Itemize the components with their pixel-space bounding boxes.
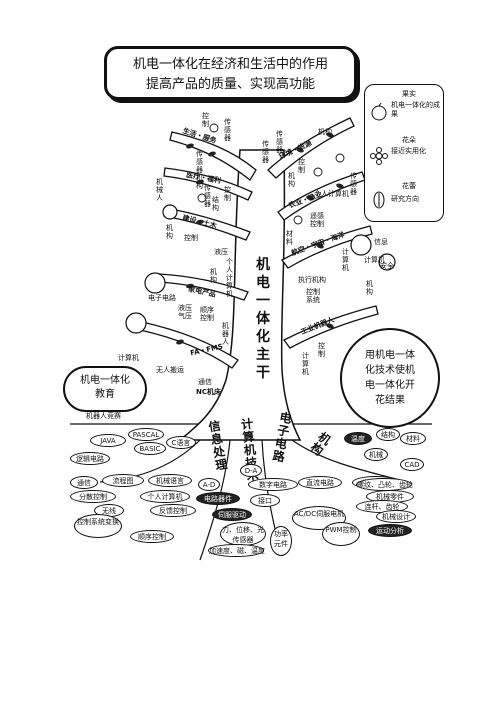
twig-label: 控制	[318, 342, 325, 358]
twig-label: 控制系统	[306, 288, 320, 304]
legend-fruit-desc: 机电一体化的成果	[391, 101, 440, 118]
result-bubble: 用机电一体 化技术使机 电一体化开 花结果	[340, 328, 440, 428]
root-pill-label: C语言	[166, 436, 196, 449]
education-line-2: 教育	[95, 389, 115, 400]
bud-leaf-icon	[373, 191, 385, 209]
root-pill-label: 机械语言	[148, 474, 192, 487]
root-pill-label: 电路器件	[196, 492, 240, 505]
twig-label: 遥感控制	[310, 212, 324, 228]
twig-label: 传感器	[224, 118, 231, 142]
root-pill-label: PWM控制	[322, 522, 360, 546]
legend-flower-label: 花朵	[402, 136, 416, 144]
twig-label: 控制	[184, 234, 198, 242]
root-pill-label: 伺服驱动	[212, 508, 252, 521]
flower-icon	[370, 147, 388, 165]
twig-label: 控制	[202, 112, 209, 128]
root-pill-label: 材料	[400, 432, 426, 445]
root-pill-label: 加速度、磁、温度	[208, 544, 265, 557]
twig-label: 计算机	[342, 248, 349, 272]
result-line-4: 花结果	[375, 395, 405, 406]
twig-label: 传感器	[276, 130, 283, 154]
leaf-marks	[176, 132, 344, 345]
twig-label: 机构	[318, 128, 332, 136]
root-pill-label: 分散控制	[70, 490, 116, 503]
twig-label: 传感器	[204, 184, 211, 208]
root-pill-label: 控制系统变换	[74, 514, 122, 538]
root-pill-label: JAVA	[90, 434, 126, 447]
root-pill-label: A-D	[198, 478, 220, 491]
result-line-2: 化技术使机	[365, 365, 415, 376]
root-pill-label: D-A	[240, 464, 262, 477]
twig-label: 计算机	[118, 354, 139, 362]
root-pill-label: 通信	[70, 476, 98, 489]
legend-bud-label: 花蕾	[402, 182, 416, 190]
trunk-label: 机电一体化主干	[256, 257, 270, 381]
title-box: 机电一体化在经济和生活中的作用 提高产品的质量、实现高功能	[104, 46, 357, 100]
twig-label: 通信	[198, 378, 212, 386]
root-pill-label: 温度	[344, 432, 372, 445]
root-pill-label: 顺序控制	[130, 530, 174, 543]
root-pill-label: 结构	[376, 428, 400, 441]
root-pill-label: 功率元件	[270, 526, 292, 556]
twig-label: 机械人	[156, 178, 163, 202]
twig-label: 液压气压	[178, 304, 192, 320]
root-pill-label: PASCAL	[128, 428, 164, 441]
twig-label: 电子电路	[148, 294, 176, 302]
title-line-1: 机电一体化在经济和生活中的作用	[132, 57, 328, 72]
twig-label: 传感器	[262, 140, 269, 164]
root-pill-label: BASIC	[134, 442, 166, 455]
legend-box: 果实 机电一体化的成果 花朵 接近实用化 花蕾 研究方向	[364, 84, 444, 222]
twig-label: 机构	[166, 224, 173, 240]
twig-label: 传感器机构	[196, 150, 203, 190]
education-bubble: 机电一体化 教育	[63, 366, 147, 412]
root-pill-label: 力、位移、光传感器	[220, 522, 266, 546]
root-pill-label: 运动分析	[368, 524, 412, 537]
legend-flower-desc: 接近实用化	[391, 147, 426, 155]
twig-label: NC机床	[196, 388, 221, 396]
root-pill-label: 直流电路	[298, 476, 342, 489]
root-pill-label: 机械	[364, 448, 388, 461]
twig-label: 机器人	[222, 322, 229, 346]
twig-label: 机构	[288, 172, 295, 188]
twig-label: 控制	[298, 158, 305, 174]
root-pill-label: 流程图	[102, 474, 144, 487]
root-pill-label: 逻辑电路	[70, 452, 110, 465]
twig-label: 计算机	[302, 352, 309, 376]
twig-label: 个人计算机	[314, 190, 349, 198]
twig-label: 计算机	[364, 256, 385, 264]
root-pill-label: 螺纹、凸轮、齿轮	[356, 478, 413, 491]
legend-fruit-label: 果实	[402, 90, 416, 98]
legend-bud-desc: 研究方向	[391, 195, 419, 203]
education-line-1: 机电一体化	[80, 375, 130, 386]
twig-label: 机构	[366, 280, 373, 296]
root-pill-label: 机械设计	[376, 510, 416, 523]
twig-label: 传感器	[350, 172, 357, 196]
twig-label: 机器人竞赛	[86, 412, 121, 420]
fruit-icon	[371, 103, 387, 121]
root-pill-label: CAD	[400, 458, 424, 471]
root-pill-label: 数字电路	[248, 478, 298, 491]
twig-label: 信息	[374, 238, 388, 246]
result-line-1: 用机电一体	[365, 350, 415, 361]
result-line-3: 电一体化开	[365, 380, 415, 391]
twig-label: 机构	[210, 268, 217, 284]
twig-label: 结构	[212, 196, 219, 212]
twig-label: 安全	[380, 262, 394, 270]
root-pill-label: 反馈控制	[150, 504, 196, 517]
root-pill-label: 接口	[250, 494, 280, 507]
fruit-marks	[125, 204, 396, 334]
flower-marks	[197, 123, 345, 225]
twig-label: 材料	[286, 230, 293, 246]
twig-label: 顺序控制	[200, 306, 214, 322]
twig-label: 执行机构	[298, 276, 326, 284]
twig-label: 液压	[214, 248, 228, 256]
twig-label: 控制	[224, 186, 231, 202]
twig-label: 个人计算机	[226, 258, 233, 298]
twig-label: 无人搬运	[156, 366, 184, 374]
title-line-2: 提高产品的质量、实现高功能	[145, 77, 315, 92]
root-pill-label: 个人计算机	[140, 490, 190, 503]
